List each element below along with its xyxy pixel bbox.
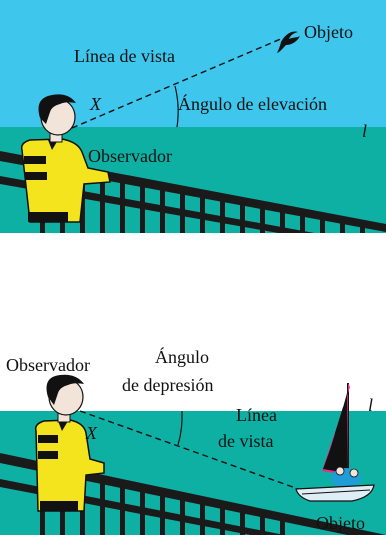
- elevation-svg: Objeto Línea de vista X Ángulo de elevac…: [0, 0, 386, 233]
- angle-of-depression-label-line1: Ángulo: [155, 346, 209, 367]
- angle-of-depression-label-line2: de depresión: [122, 375, 213, 395]
- object-label: Objeto: [316, 513, 365, 533]
- observer-label: Observador: [88, 146, 172, 166]
- line-of-sight: [79, 410, 319, 497]
- observer-label: Observador: [6, 355, 90, 375]
- object-label: Objeto: [304, 22, 353, 42]
- elevation-angle-arc: [174, 85, 179, 128]
- horizontal-line-label: l: [362, 121, 367, 141]
- point-x-label: X: [89, 94, 102, 114]
- observer-figure: [34, 374, 105, 512]
- line-of-sight-label-line2: de vista: [218, 431, 274, 451]
- bird-icon: [277, 31, 300, 53]
- elevation-diagram: Objeto Línea de vista X Ángulo de elevac…: [0, 0, 386, 233]
- line-of-sight: [71, 37, 284, 129]
- line-of-sight-label: Línea de vista: [74, 46, 175, 66]
- depression-diagram: Observador Ángulo de depresión X Línea d…: [0, 283, 386, 535]
- line-of-sight-label-line1: Línea: [236, 405, 277, 425]
- observer-figure: [20, 94, 111, 223]
- angle-of-elevation-label: Ángulo de elevación: [178, 93, 327, 114]
- horizontal-line-label: l: [368, 395, 373, 415]
- sailboat-icon: [295, 383, 375, 502]
- point-x-label: X: [85, 423, 98, 443]
- depression-angle-arc: [177, 410, 183, 446]
- depression-svg: Observador Ángulo de depresión X Línea d…: [0, 283, 386, 535]
